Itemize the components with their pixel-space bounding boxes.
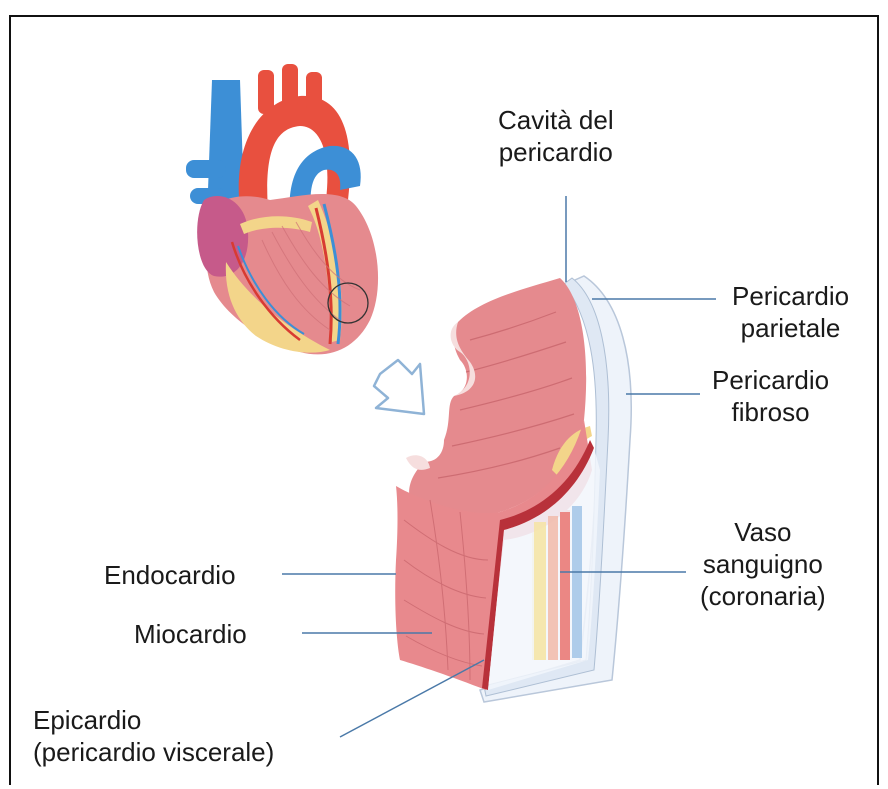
label-endocardium: Endocardio	[104, 559, 236, 591]
leader-epicardium	[340, 660, 484, 737]
label-epicardium: Epicardio (pericardio viscerale)	[33, 704, 274, 768]
heart-illustration	[186, 64, 378, 354]
label-myocardium: Miocardio	[134, 618, 247, 650]
zoom-arrow-icon	[374, 360, 424, 414]
label-parietal-pericardium: Pericardio parietale	[732, 280, 849, 344]
label-pericardial-cavity: Cavità del pericardio	[498, 104, 614, 168]
heart-wall-section-illustration	[395, 276, 631, 702]
label-blood-vessel: Vaso sanguigno (coronaria)	[700, 516, 826, 612]
label-fibrous-pericardium: Pericardio fibroso	[712, 364, 829, 428]
